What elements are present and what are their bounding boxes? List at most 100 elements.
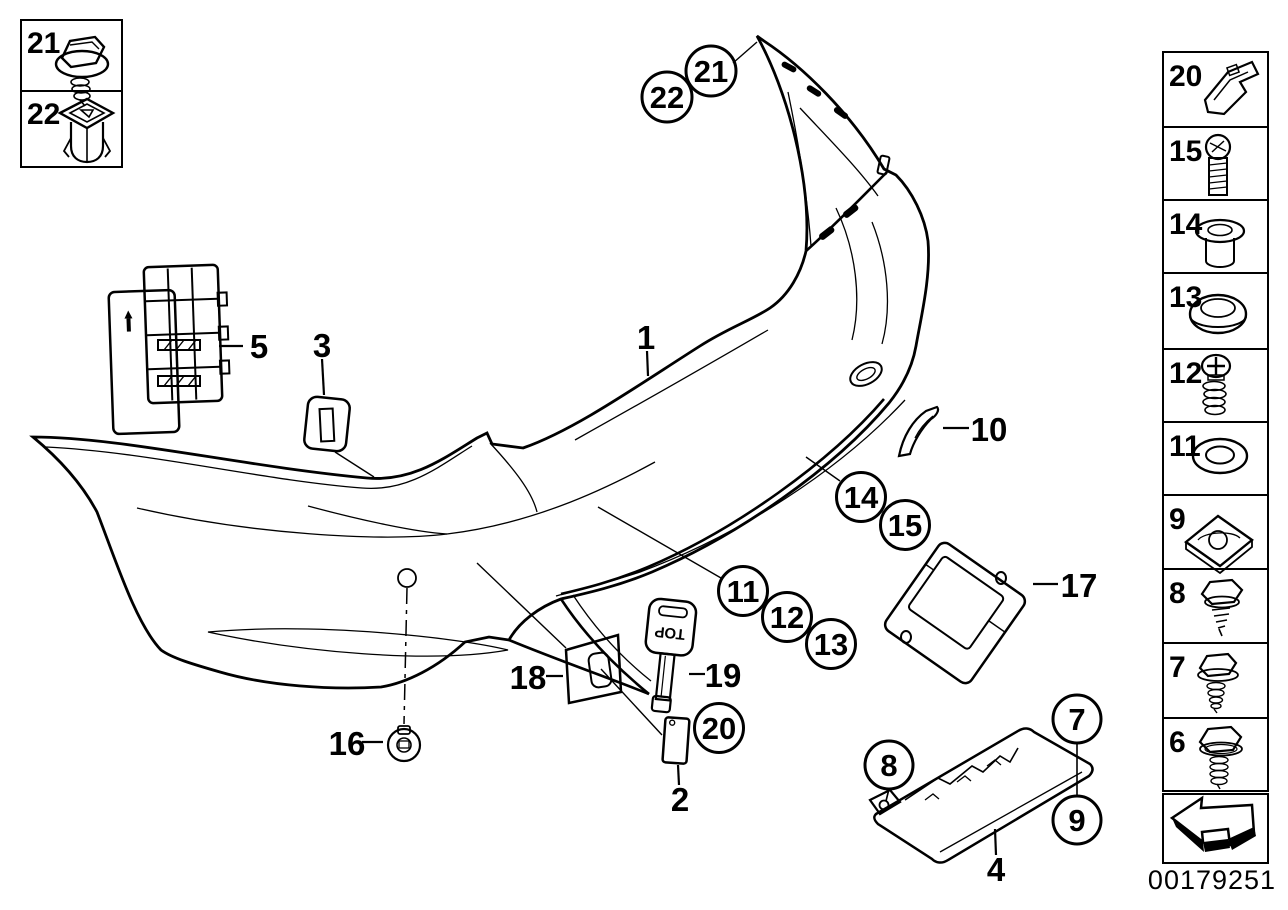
callout-8-circle[interactable]: 8 [863,739,915,791]
hex-washer-tapping-screw-icon [1197,652,1239,714]
legend-box-6[interactable]: 6 [1162,717,1269,792]
svg-text:9: 9 [1169,503,1186,536]
svg-text:21: 21 [694,54,728,89]
callout-9-circle[interactable]: 9 [1051,794,1103,846]
plate-jagged-edge [904,747,1019,801]
clip-slot-icon [806,85,822,97]
fillister-head-screw-icon [1204,133,1232,196]
svg-text:7: 7 [1068,702,1085,737]
svg-text:14: 14 [844,480,879,515]
center-section-inner-line [572,594,652,682]
callout-15-circle[interactable]: 15 [879,499,931,551]
clip-slot-icon [833,107,849,119]
center-section-bottom-edge [508,638,650,696]
legend-box-7[interactable]: 7 [1162,642,1269,719]
part-19-key: TOP [644,597,698,714]
callout-1[interactable]: 1 [637,319,655,356]
callout-19[interactable]: 19 [705,657,742,694]
legend-box-8[interactable]: 8 [1162,568,1269,644]
legend-box-20[interactable]: 20 [1162,51,1269,128]
hex-flange-coil-screw-icon [1198,725,1243,790]
rear-bumper-trim-panel [29,34,930,696]
mount-slot-icon [876,154,891,176]
legend-box-9[interactable]: 9 [1162,494,1269,575]
legend-back-button[interactable] [1162,793,1269,864]
plate-screw-hole [878,799,890,811]
callout-16[interactable]: 16 [329,725,366,762]
callout-17[interactable]: 17 [1061,567,1098,604]
part-2-cover [661,716,691,765]
callout-10[interactable]: 10 [971,411,1008,448]
retaining-clip-icon [1203,60,1260,116]
callout-5[interactable]: 5 [250,328,268,365]
callout-4[interactable]: 4 [987,851,1006,888]
callout-13-circle[interactable]: 13 [805,618,857,670]
callout-12-circle[interactable]: 12 [761,591,813,643]
legend-box-22[interactable]: 22 [20,90,123,168]
document-number: 00179251 [1148,865,1276,895]
contour-top-inner [45,445,473,490]
svg-text:6: 6 [1169,726,1186,759]
contour-fin-crease [799,107,879,197]
callout-20-circle[interactable]: 20 [693,702,745,754]
legend-box-14[interactable]: 14 [1162,199,1269,274]
bumper-outline [29,34,930,690]
phillips-coil-screw-icon [1200,353,1232,416]
part-18-patch [564,633,623,705]
legend-box-13[interactable]: 13 [1162,272,1269,350]
clip-slot-icon [843,204,859,218]
up-arrow-icon [124,310,133,319]
svg-text:12: 12 [770,600,804,635]
part-4-protection-plate [868,727,1094,864]
callout-22-circle[interactable]: 22 [640,70,694,124]
svg-text:22: 22 [650,80,684,115]
callout-18[interactable]: 18 [510,659,547,696]
svg-text:8: 8 [1169,577,1186,610]
svg-text:8: 8 [880,748,897,783]
callout-7-circle[interactable]: 7 [1051,693,1103,745]
contour-top-right [574,329,769,441]
tow-eye-hole [397,568,417,588]
sheet-metal-speed-nut-icon [1184,514,1254,575]
part-5-guide-bracket [107,263,231,436]
callout-11-circle[interactable]: 11 [717,565,769,617]
svg-text:21: 21 [27,27,60,60]
legend-box-11[interactable]: 11 [1162,421,1269,496]
svg-text:11: 11 [1169,430,1201,463]
svg-text:13: 13 [1169,281,1202,314]
circled-callouts: 21 22 14 15 11 12 13 20 [640,44,1103,846]
svg-text:15: 15 [1169,135,1202,168]
svg-text:12: 12 [1169,357,1202,390]
center-section-side-edge [559,598,650,696]
callout-21-circle[interactable]: 21 [684,44,738,98]
contour-side-b [871,221,889,345]
svg-text:15: 15 [888,508,922,543]
svg-text:13: 13 [814,627,848,662]
plate-ear [868,788,902,816]
key-top-label: TOP [654,623,686,643]
callout-3[interactable]: 3 [313,327,331,364]
expansion-rivet-icon [57,97,116,164]
legend-box-12[interactable]: 12 [1162,348,1269,423]
clip-slot-icon [781,61,797,73]
contour-notch [489,442,538,513]
contour-side-a [835,207,858,341]
legend-top-left: 21 22 [20,19,123,168]
cover-cap-icon [1188,293,1248,335]
legend-box-21[interactable]: 21 [20,19,123,107]
plate-hole [900,630,912,644]
legend-box-15[interactable]: 15 [1162,126,1269,201]
part-16-plug [386,725,422,763]
callout-14-circle[interactable]: 14 [835,471,887,523]
contour-face-long [136,461,656,538]
svg-text:9: 9 [1068,803,1085,838]
hex-screw-short-icon [1200,578,1244,637]
contour-sweep-inner [555,399,906,597]
leader-lines [219,41,1078,856]
svg-text:7: 7 [1169,651,1186,684]
svg-text:20: 20 [702,711,736,746]
washer-icon [1191,437,1249,475]
contour-face-short [307,505,448,535]
callout-2[interactable]: 2 [671,781,689,818]
